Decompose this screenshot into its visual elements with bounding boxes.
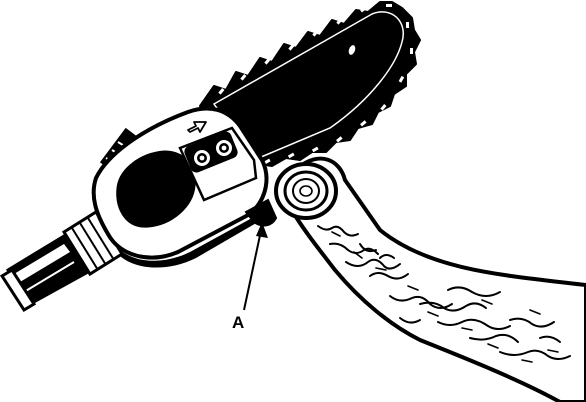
callout-label-a: A — [232, 314, 244, 331]
branch-stub-icon — [276, 164, 336, 218]
leader-line — [244, 222, 268, 310]
